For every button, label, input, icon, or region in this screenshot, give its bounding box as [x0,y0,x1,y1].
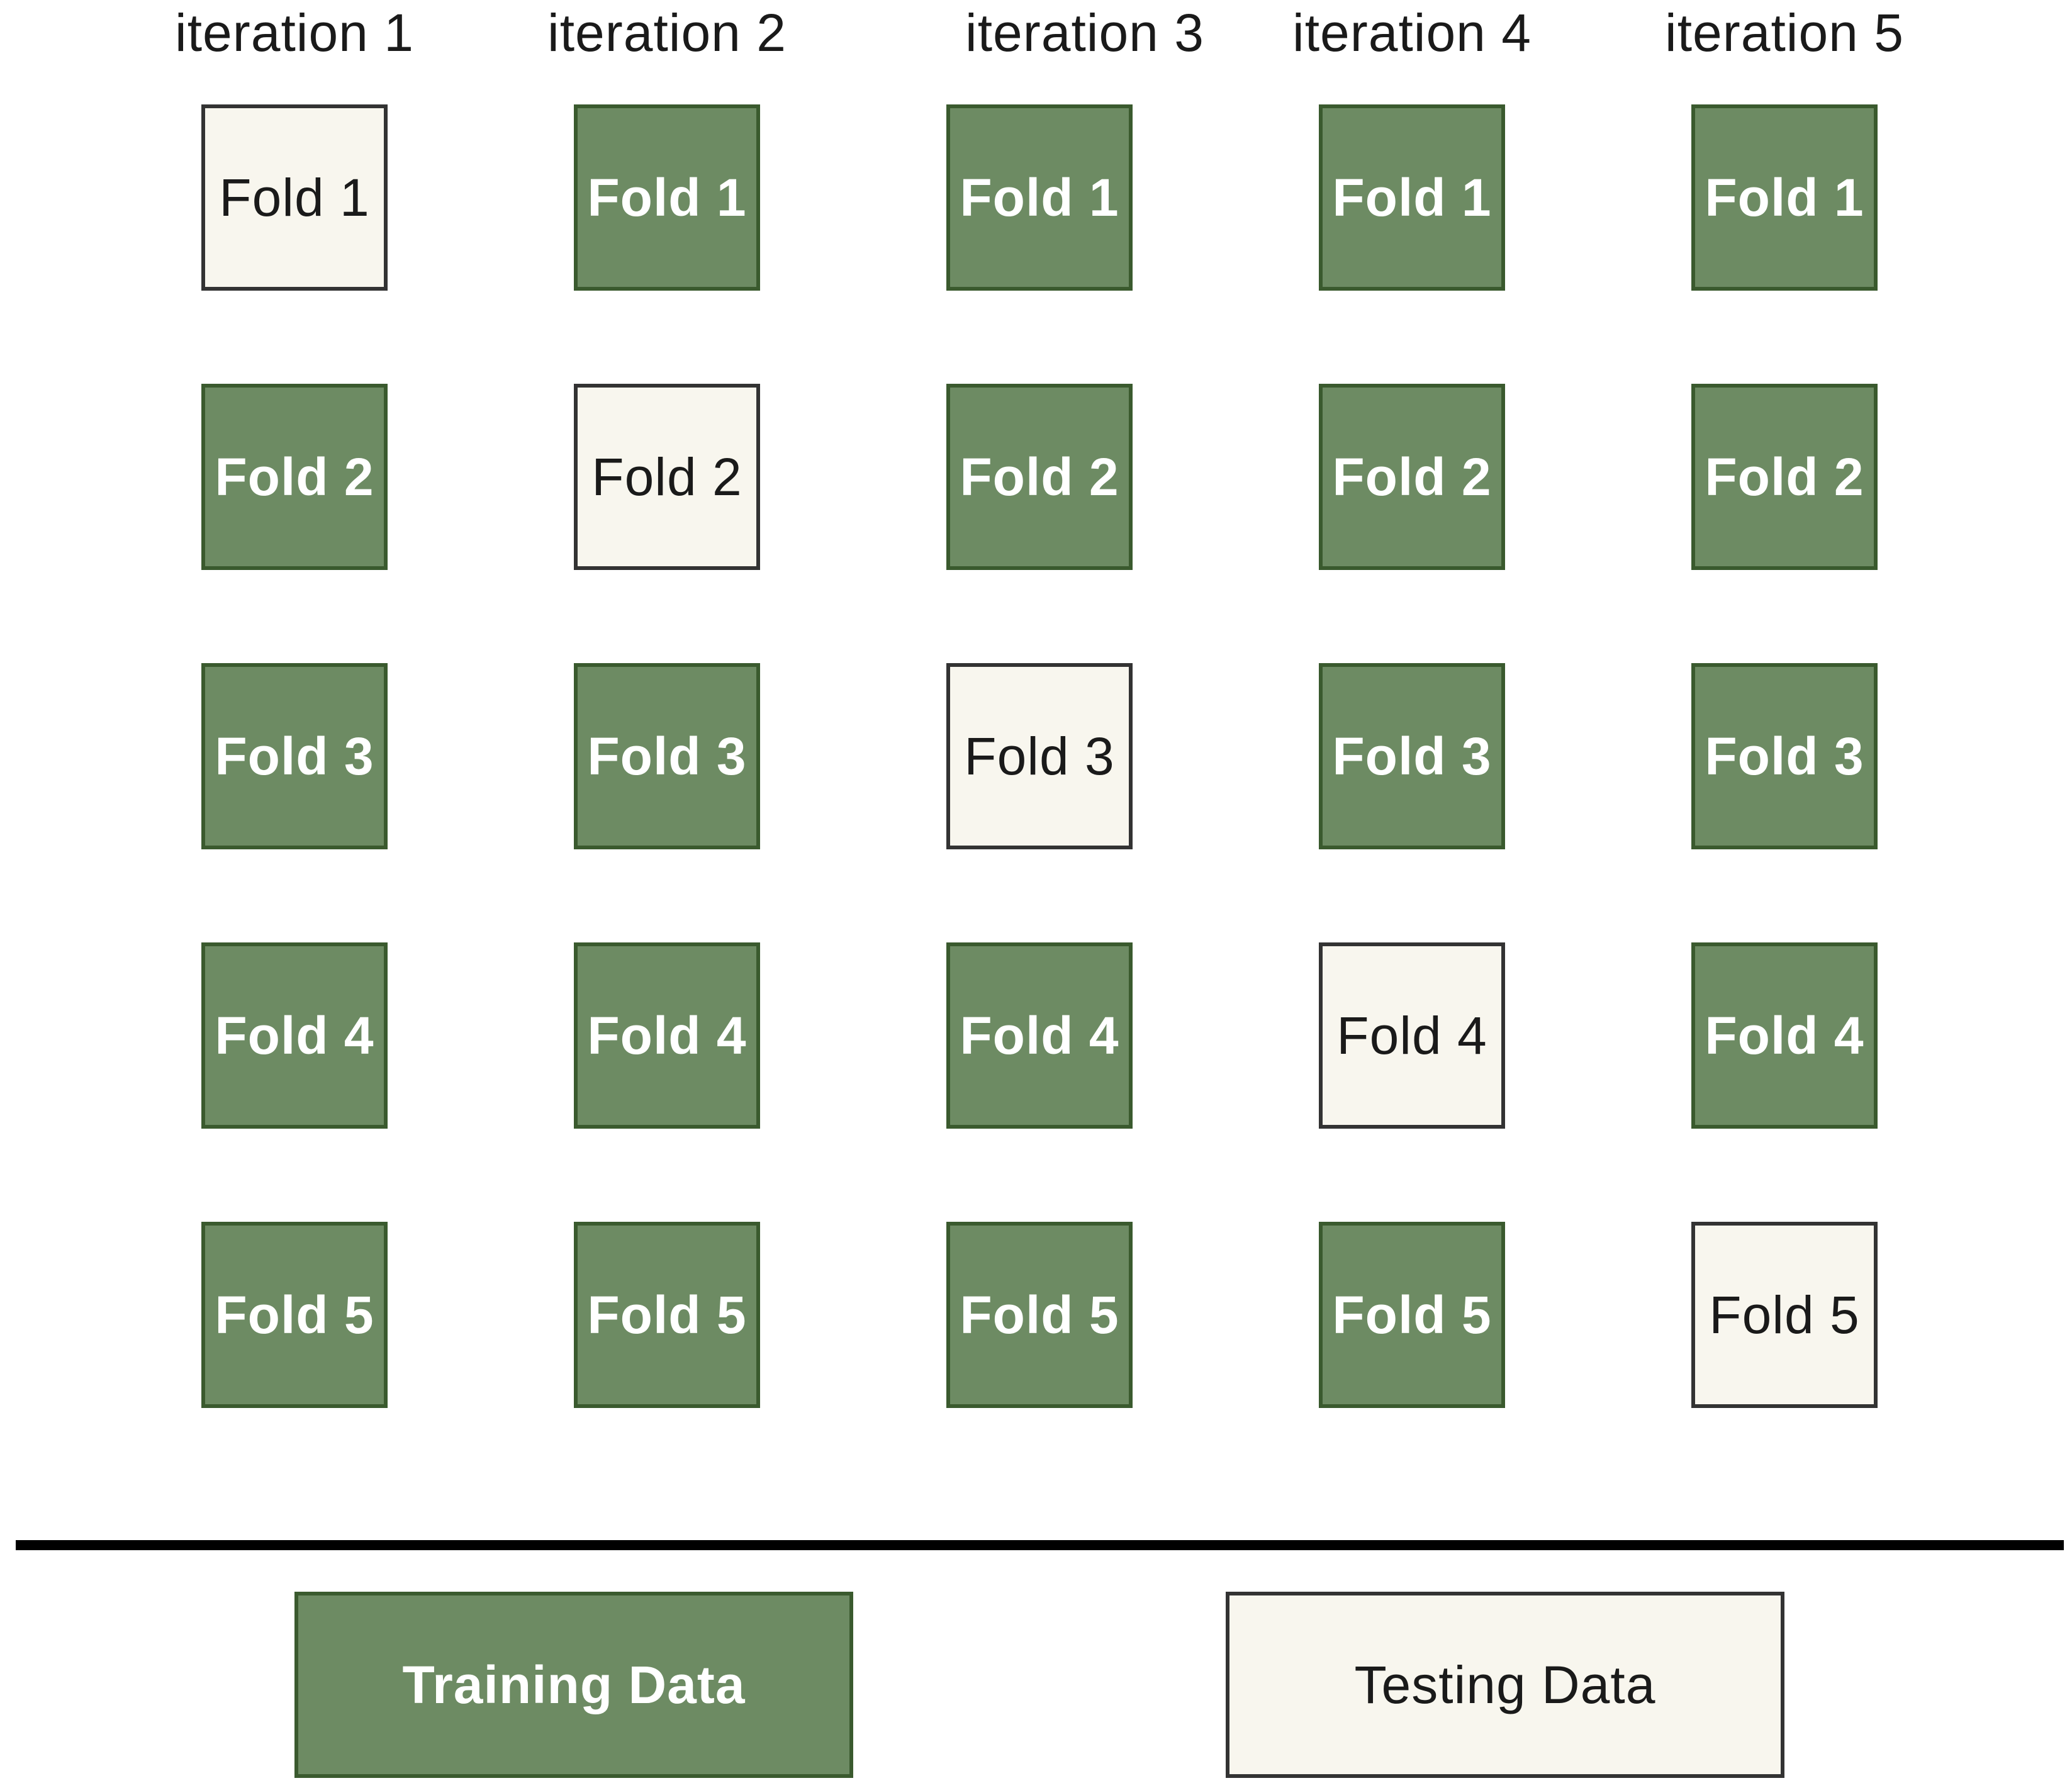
train-fold-3-4: Fold 4 [946,942,1133,1129]
train-fold-1-3: Fold 3 [201,663,388,849]
train-fold-5-4: Fold 4 [1691,942,1878,1129]
train-fold-4-3: Fold 3 [1319,663,1505,849]
iteration-label-3: iteration 3 [965,3,1204,62]
train-fold-3-5: Fold 5 [946,1222,1133,1408]
train-fold-4-1: Fold 1 [1319,104,1505,291]
iteration-label-2: iteration 2 [547,3,787,62]
test-fold-5-5: Fold 5 [1691,1222,1878,1408]
train-fold-5-1: Fold 1 [1691,104,1878,291]
train-fold-5-3: Fold 3 [1691,663,1878,849]
test-fold-3-3: Fold 3 [946,663,1133,849]
test-fold-2-2: Fold 2 [574,384,760,570]
legend-training-data: Training Data [294,1592,853,1778]
train-fold-1-4: Fold 4 [201,942,388,1129]
legend-testing-data: Testing Data [1226,1592,1784,1778]
train-fold-2-1: Fold 1 [574,104,760,291]
train-fold-1-5: Fold 5 [201,1222,388,1408]
legend-separator-line [16,1540,2064,1550]
test-fold-1-1: Fold 1 [201,104,388,291]
iteration-label-4: iteration 4 [1292,3,1532,62]
train-fold-4-2: Fold 2 [1319,384,1505,570]
train-fold-2-4: Fold 4 [574,942,760,1129]
train-fold-2-3: Fold 3 [574,663,760,849]
iteration-label-5: iteration 5 [1665,3,1904,62]
train-fold-3-2: Fold 2 [946,384,1133,570]
train-fold-5-2: Fold 2 [1691,384,1878,570]
test-fold-4-4: Fold 4 [1319,942,1505,1129]
train-fold-2-5: Fold 5 [574,1222,760,1408]
train-fold-1-2: Fold 2 [201,384,388,570]
train-fold-3-1: Fold 1 [946,104,1133,291]
iteration-label-1: iteration 1 [175,3,414,62]
train-fold-4-5: Fold 5 [1319,1222,1505,1408]
